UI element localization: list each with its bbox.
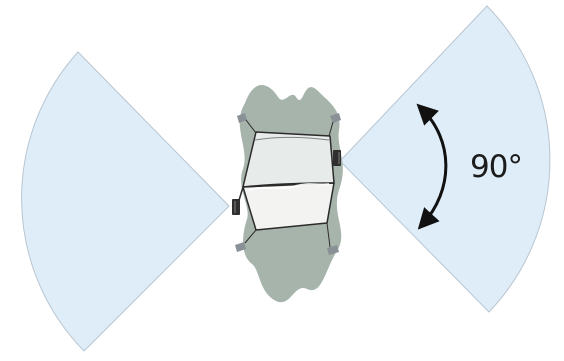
tent-upper-fold: [254, 136, 330, 141]
stake-top-left: [237, 113, 257, 134]
angle-label: 90°: [470, 149, 522, 185]
tent-center-seam: [242, 182, 335, 188]
tent-fabric-wrinkle: [248, 183, 330, 191]
curved-double-arrow-icon: [416, 103, 448, 230]
left-sensor: [232, 199, 240, 215]
ground-shadow-lower-lobe: [256, 246, 318, 290]
tent-lower-panel: [242, 182, 335, 231]
stake-bottom-right: [326, 222, 339, 255]
stake-top-right: [328, 113, 341, 137]
tent-top-panel: [242, 131, 335, 188]
stake-bottom-left: [235, 229, 257, 252]
left-coverage-cone: [21, 51, 230, 352]
right-sensor: [333, 150, 341, 166]
